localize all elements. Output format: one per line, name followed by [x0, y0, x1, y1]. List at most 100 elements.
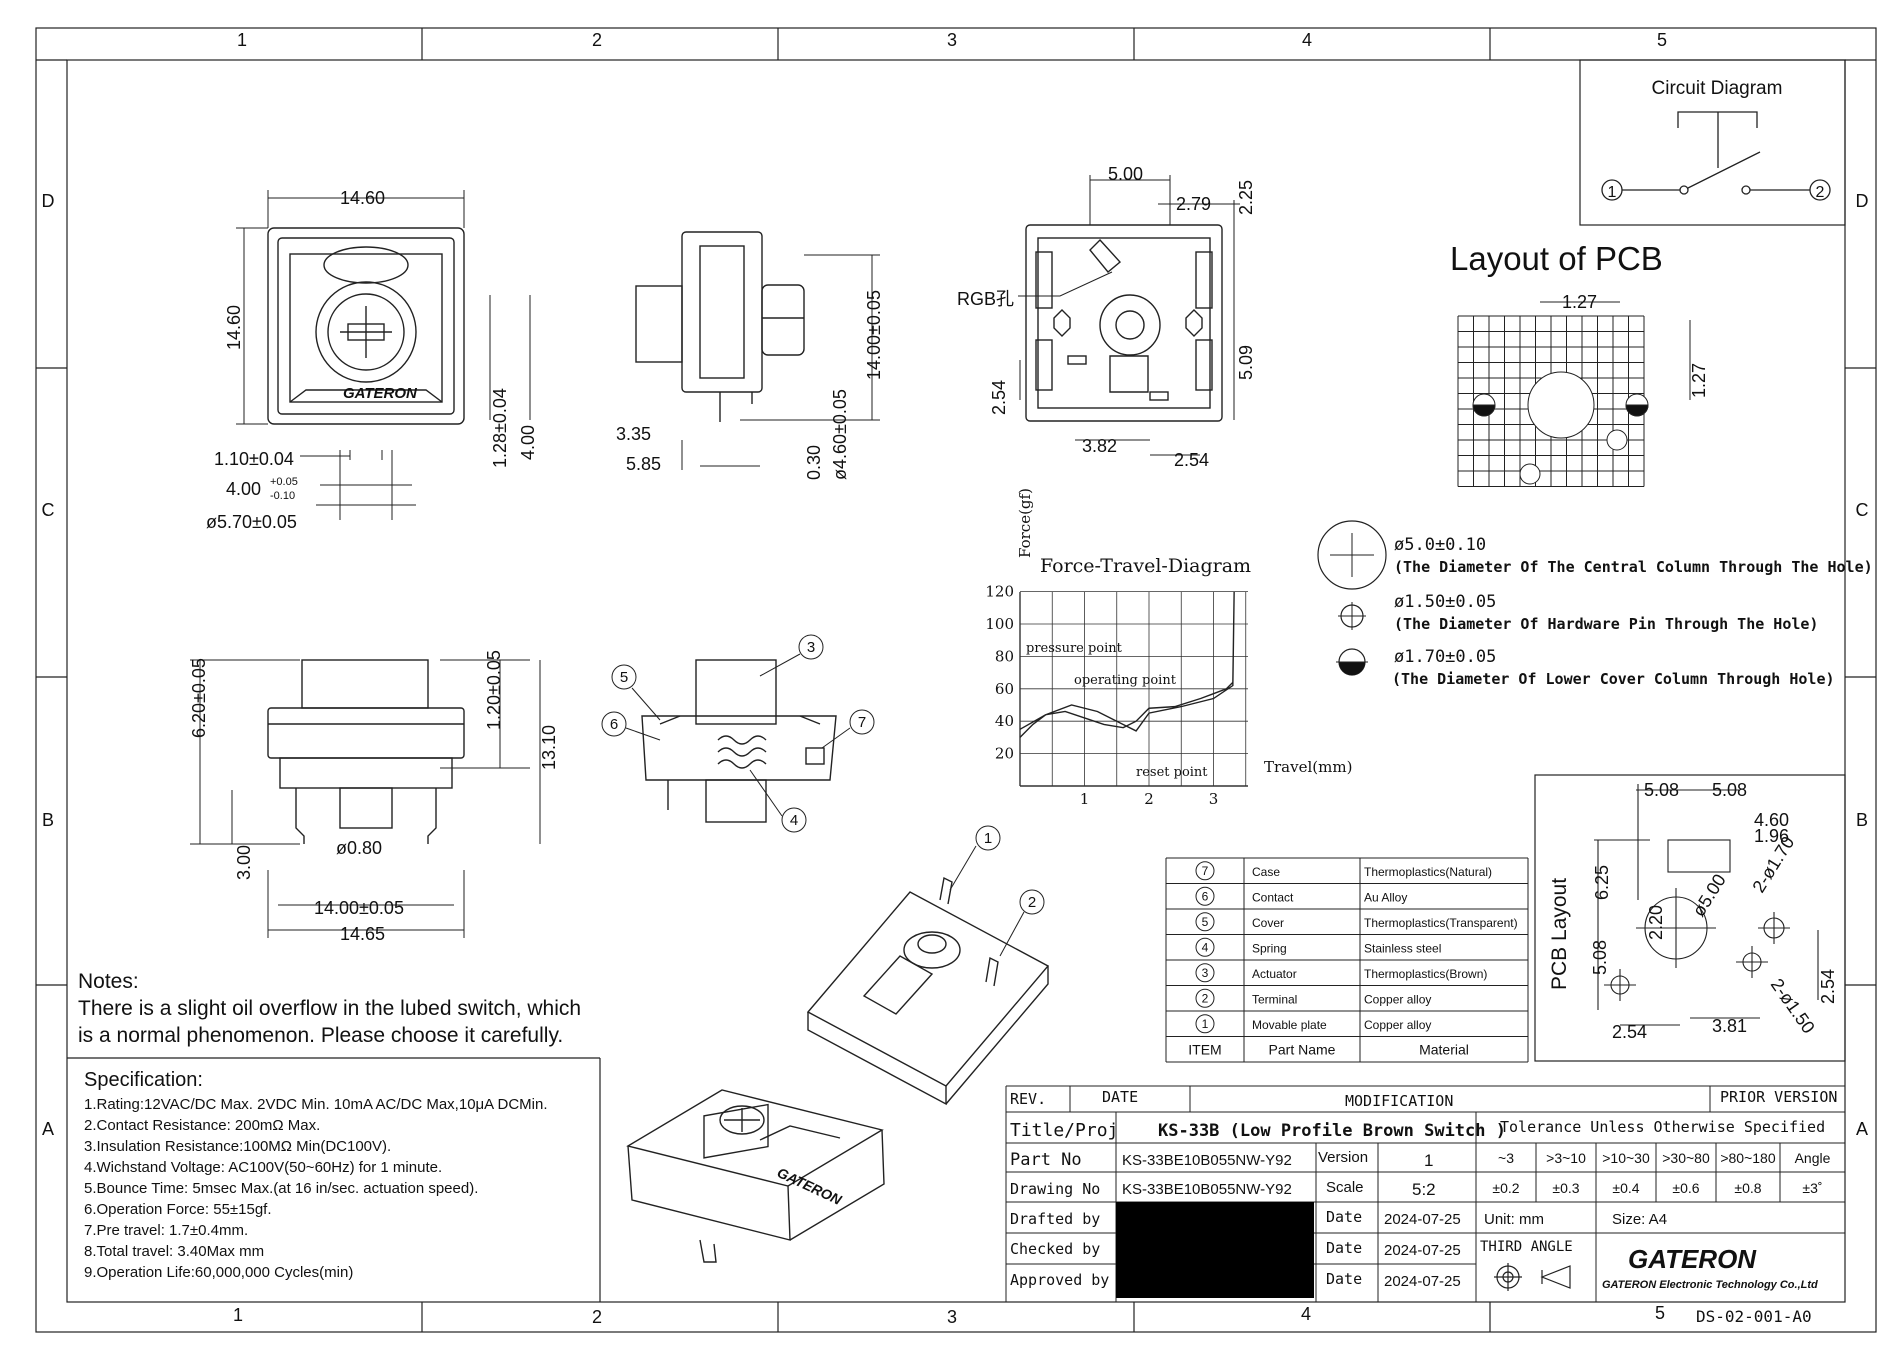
parts-header-item: ITEM [1188, 1041, 1221, 1057]
gateron-logo: GATERON [1628, 1244, 1757, 1274]
x-tick-label: 3 [1209, 790, 1219, 808]
item-number-circle [1195, 963, 1215, 983]
part-name: Spring [1252, 941, 1287, 955]
tb-company: GATERON Electronic Technology Co.,Ltd [1602, 1279, 1818, 1291]
force-curve [1019, 591, 1235, 738]
row-label: B [1856, 810, 1868, 830]
tolerance-value: ±0.4 [1612, 1180, 1639, 1196]
item-number-circle [1195, 1014, 1215, 1034]
circuit-pin: 1 [1608, 184, 1617, 201]
part-material: Thermoplastics(Natural) [1364, 865, 1492, 879]
dimension-label: 5.08 [1712, 780, 1747, 800]
spec-item: 1.Rating:12VAC/DC Max. 2VDC Min. 10mA AC… [84, 1096, 548, 1113]
callout-number: 2 [1028, 894, 1036, 911]
dimension-label: 2.25 [1236, 180, 1256, 215]
callout-number: 7 [858, 714, 866, 731]
pcb-hole-grid [1457, 301, 1691, 487]
dimension-label: 3.00 [234, 845, 254, 880]
dimension-label: 14.60 [340, 188, 385, 208]
third-angle-symbol [1494, 1263, 1571, 1291]
tb-checked-label: Checked by [1010, 1240, 1100, 1258]
sheet-border [35, 27, 1877, 1333]
notes-block: Notes: There is a slight oil overflow in… [78, 968, 581, 1049]
side-view-drawing [635, 231, 805, 422]
pressure-point-label: pressure point [1026, 641, 1123, 656]
dimension-label: 1.28±0.04 [490, 388, 510, 468]
dimension-label: 2.79 [1176, 194, 1211, 214]
tb-scale-label: Scale [1326, 1179, 1364, 1196]
hole-diameter: ø1.50±0.05 [1394, 592, 1496, 612]
dimension-label: 14.00±0.05 [314, 898, 404, 918]
col-label: 4 [1302, 30, 1312, 50]
hole-description: (The Diameter Of The Central Column Thro… [1394, 558, 1873, 576]
tb-third-angle: THIRD ANGLE [1480, 1239, 1573, 1255]
item-number: 6 [1202, 889, 1209, 903]
circuit-diagram: Circuit Diagram 1 2 [1579, 59, 1846, 226]
row-label: D [42, 191, 55, 211]
item-number: 5 [1202, 915, 1209, 929]
dimension-label: 3.82 [1082, 436, 1117, 456]
hole-legend: ø5.0±0.10 (The Diameter Of The Central C… [1317, 520, 1873, 688]
dimension-label: ø5.70±0.05 [206, 512, 297, 532]
tolerance-value: ±0.8 [1734, 1180, 1761, 1196]
spec-item: 5.Bounce Time: 5msec Max.(at 16 in/sec. … [84, 1180, 479, 1197]
pcb-layout-title: PCB Layout [1548, 878, 1571, 990]
force-travel-chart: Force-Travel-Diagram Force(gf) Travel(mm… [985, 488, 1352, 808]
part-callouts [601, 634, 1045, 957]
circuit-title: Circuit Diagram [1652, 78, 1783, 99]
dimension-label: 3.81 [1712, 1016, 1747, 1036]
dimension-label: 1.20±0.05 [484, 650, 504, 730]
tb-part-label: Part No [1010, 1150, 1082, 1170]
tb-rev: REV. [1010, 1090, 1046, 1108]
part-material: Thermoplastics(Transparent) [1364, 916, 1518, 930]
chart-title: Force-Travel-Diagram [1040, 555, 1251, 577]
col-label: 5 [1657, 30, 1667, 50]
dimension-label: +0.05 [270, 476, 298, 488]
dimension-label: 2.54 [1818, 969, 1838, 1004]
item-number-circle [1195, 886, 1215, 906]
callout-number: 4 [790, 812, 798, 829]
y-tick-label: 40 [995, 712, 1014, 730]
part-material: Stainless steel [1364, 941, 1441, 955]
item-number: 2 [1202, 991, 1209, 1005]
callout-number: 1 [984, 830, 992, 847]
y-tick-label: 120 [985, 583, 1014, 601]
dimension-label: 5.08 [1590, 940, 1610, 975]
hole-description: (The Diameter Of Hardware Pin Through Th… [1394, 615, 1818, 633]
gateron-logo-relief: GATERON [775, 1164, 845, 1208]
section-view-drawing [641, 659, 837, 823]
title-block: REV. DATE MODIFICATION PRIOR VERSION Tit… [1005, 1085, 1846, 1326]
dimension-label: 4.00 [518, 425, 538, 460]
part-name: Movable plate [1252, 1018, 1327, 1032]
bottom-view-drawing [1025, 224, 1223, 422]
item-number: 4 [1202, 940, 1209, 954]
dimension-label: 4.60 [1754, 810, 1789, 830]
tb-unit: Unit: mm [1484, 1211, 1544, 1228]
tolerance-value: ±0.3 [1552, 1180, 1579, 1196]
y-tick-label: 100 [985, 615, 1014, 633]
dimension-label: 2.54 [1174, 450, 1209, 470]
item-number: 7 [1202, 864, 1209, 878]
tolerance-range: ~3 [1498, 1150, 1514, 1166]
spec-item: 7.Pre travel: 1.7±0.4mm. [84, 1222, 249, 1239]
dimension-label: -0.10 [270, 490, 295, 502]
tb-drawing-label: Drawing No [1010, 1180, 1100, 1198]
part-name: Contact [1252, 890, 1294, 904]
dimension-label: 5.09 [1236, 345, 1256, 380]
dimension-label: ø0.80 [336, 838, 382, 858]
row-label: A [42, 1119, 54, 1139]
dimension-label: 14.65 [340, 924, 385, 944]
col-label: 1 [233, 1305, 243, 1325]
tb-date-value: 2024-07-25 [1384, 1273, 1461, 1290]
top-view-drawing [267, 227, 465, 425]
dimension-label: ø4.60±0.05 [830, 389, 850, 480]
spec-item: 2.Contact Resistance: 200mΩ Max. [84, 1117, 321, 1134]
part-name: Actuator [1252, 967, 1297, 981]
tb-date-label: Date [1326, 1270, 1362, 1288]
pcb-layout-box: PCB Layout 5.08 5.08 4.60 1.96 2-ø1.70 6… [1534, 774, 1846, 1062]
front-view-drawing [267, 659, 465, 844]
hole-diameter: ø5.0±0.10 [1394, 535, 1486, 555]
operating-point-label: operating point [1074, 673, 1177, 688]
